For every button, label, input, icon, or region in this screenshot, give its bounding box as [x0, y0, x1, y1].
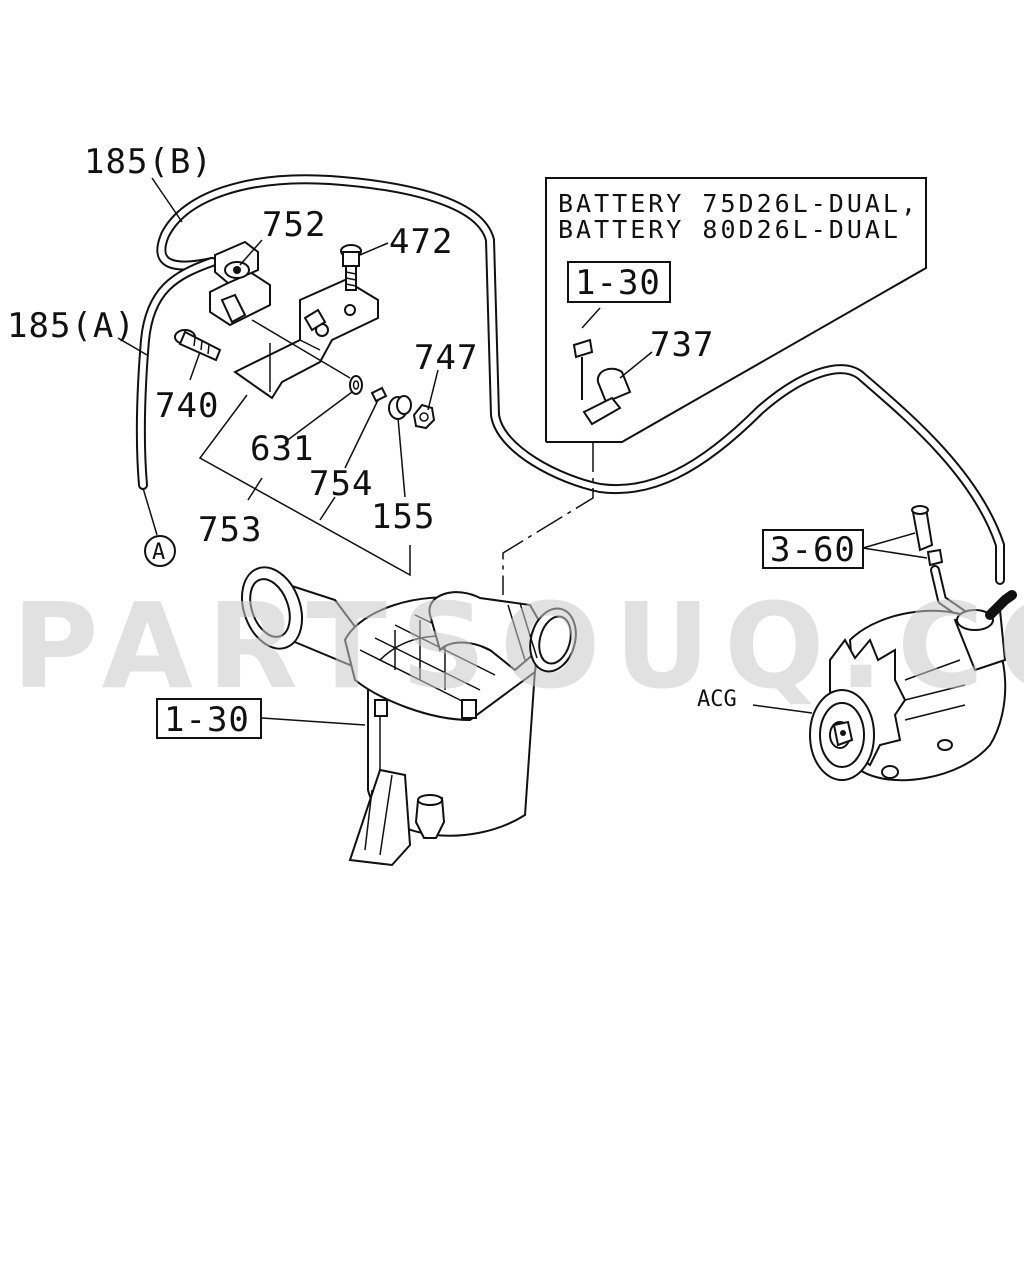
circle-a-label: A — [152, 540, 165, 565]
pin-754 — [370, 386, 388, 403]
circle-a-marker: A — [144, 535, 176, 567]
vacuum-switch-752 — [209, 240, 271, 327]
label-747: 747 — [414, 338, 478, 378]
leader-3-60-a — [862, 532, 916, 549]
leader-lines — [117, 177, 439, 577]
label-155: 155 — [371, 497, 435, 537]
vacuum-hose — [135, 174, 1005, 585]
ref-3-60: 3-60 — [770, 530, 856, 570]
bracket — [233, 278, 379, 400]
leader-1-30-bottom — [261, 717, 366, 726]
note-line-1: BATTERY 75D26L-DUAL, — [558, 189, 919, 218]
alternator-acg — [809, 505, 1017, 782]
washer-631 — [349, 375, 363, 395]
ref-1-30-bottom-box — [156, 698, 262, 739]
note-line-2: BATTERY 80D26L-DUAL — [558, 215, 901, 244]
label-185b: 185(B) — [84, 142, 213, 182]
leader-3-60-b — [862, 547, 928, 559]
bolt-740 — [174, 329, 222, 362]
nut-747 — [412, 403, 436, 430]
label-acg: ACG — [697, 687, 737, 712]
clip-737 — [572, 307, 653, 426]
label-754: 754 — [309, 464, 373, 504]
note-leader — [502, 442, 594, 595]
label-752: 752 — [262, 205, 326, 245]
air-cleaner-assembly — [241, 566, 577, 867]
label-185a: 185(A) — [7, 306, 136, 346]
grommet-155 — [388, 395, 412, 420]
watermark: PARTSOUQ.COM — [12, 577, 1024, 715]
label-472: 472 — [389, 222, 453, 262]
battery-note-box: BATTERY 75D26L-DUAL, BATTERY 80D26L-DUAL… — [545, 177, 927, 443]
ref-1-30-bottom: 1-30 — [164, 700, 250, 740]
ref-1-30-top: 1-30 — [575, 263, 661, 303]
ref-3-60-box — [762, 529, 864, 569]
label-753: 753 — [198, 510, 262, 550]
label-737: 737 — [650, 325, 714, 365]
bolt-472 — [340, 244, 362, 291]
leader-acg — [752, 704, 813, 714]
label-740: 740 — [155, 386, 219, 426]
label-631: 631 — [250, 429, 314, 469]
